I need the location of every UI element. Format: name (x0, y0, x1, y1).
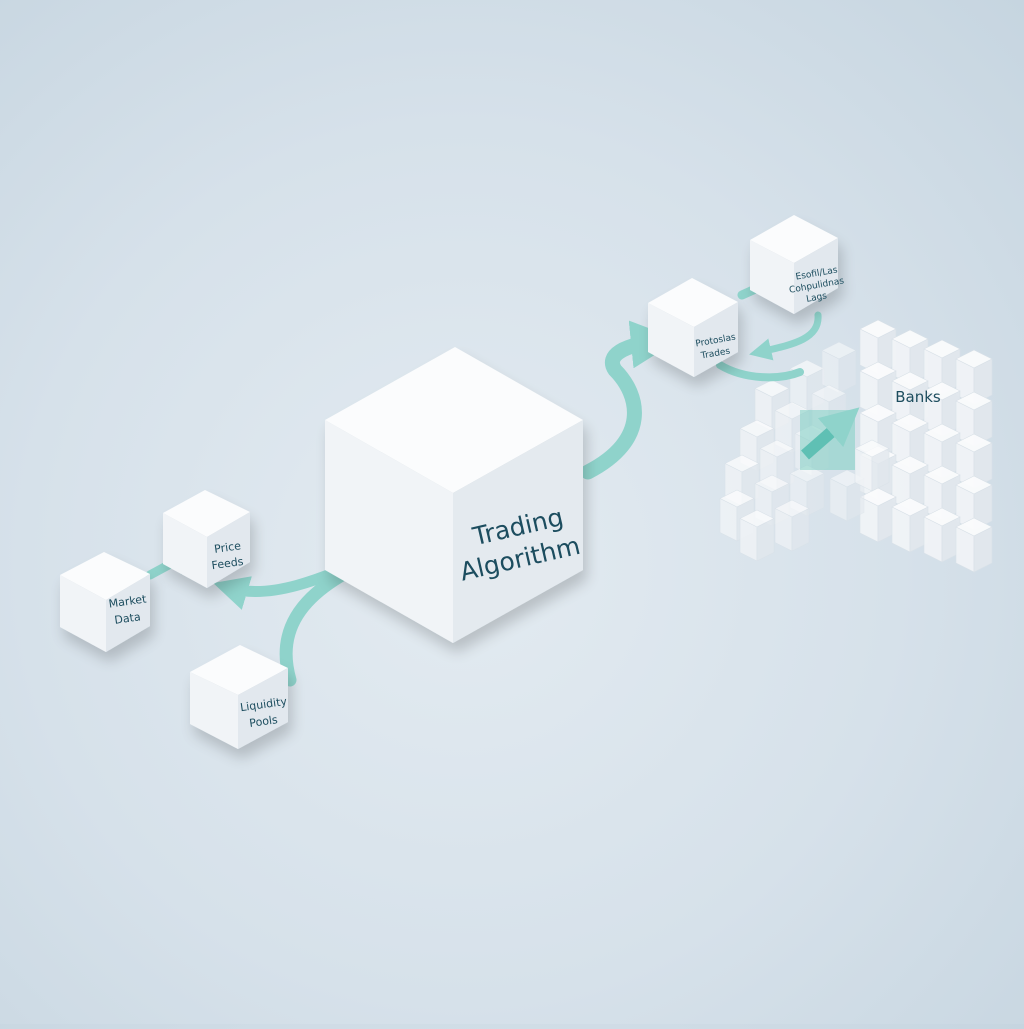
market-data-label-2: Data (114, 610, 142, 627)
banks-cluster: Banks (719, 319, 993, 573)
node-profit-loss: Esofil/Las Cohpulidnas Lags (750, 215, 845, 314)
bank-cube (891, 455, 929, 511)
bank-cube (955, 433, 993, 489)
profit-loss-label-3: Lags (805, 291, 828, 305)
node-market-data: Market Data (60, 552, 150, 652)
bank-cube (923, 507, 961, 563)
price-feeds-label-1: Price (213, 539, 242, 556)
algo-cube-top (325, 347, 583, 493)
node-liquidity-pools: Liquidity Pools (190, 645, 288, 749)
bank-cube (955, 475, 993, 531)
algo-cube-right (453, 420, 583, 643)
bank-cube (774, 499, 810, 552)
bank-cube (739, 509, 775, 562)
arrow-algo-to-trades (580, 320, 679, 480)
bank-cube (859, 361, 897, 417)
bank-cube (859, 487, 897, 543)
bank-cube (891, 329, 929, 385)
bank-cube (923, 423, 961, 479)
bank-cube (955, 349, 993, 405)
price-feeds-label-2: Feeds (211, 555, 245, 572)
bank-cube (923, 381, 961, 437)
bank-cube (821, 341, 857, 394)
banks-label: Banks (895, 388, 941, 406)
node-price-feeds: Price Feeds (163, 490, 250, 588)
node-trading-algorithm: Trading Algorithm (325, 347, 583, 643)
node-trades: Protoslas Trades (648, 278, 738, 377)
bank-cube (891, 497, 929, 553)
algo-cube-left (325, 420, 453, 643)
arrow-trades-to-banks (716, 361, 804, 382)
bank-cube (859, 319, 897, 375)
banks-arrow (801, 407, 860, 460)
market-data-label-1: Market (108, 592, 148, 610)
bank-cube (854, 439, 890, 492)
bank-cube (955, 517, 993, 573)
bank-cube (923, 339, 961, 395)
liquidity-pools-label-2: Pools (248, 713, 278, 730)
arrow-profit-to-trades (749, 311, 822, 361)
bank-cube (955, 391, 993, 447)
